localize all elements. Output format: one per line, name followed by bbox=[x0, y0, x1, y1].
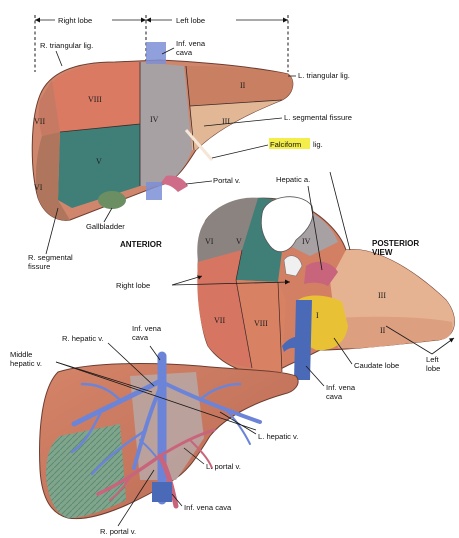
right-lobe-header: Right lobe bbox=[58, 16, 92, 25]
segment-viii-label: VIII bbox=[88, 95, 102, 104]
falciform-lig-suffix-label: lig. bbox=[313, 140, 323, 149]
l-hepatic-v-label: L. hepatic v. bbox=[258, 432, 298, 441]
segment-iii-label: III bbox=[222, 117, 230, 126]
anterior-view-title: ANTERIOR bbox=[120, 240, 162, 249]
portal-v-label: Portal v. bbox=[213, 176, 240, 185]
falciform-lig-label: Falciform bbox=[270, 140, 301, 149]
posterior-segment-ii-label: II bbox=[380, 326, 386, 335]
posterior-segment-v-label: V bbox=[236, 237, 242, 246]
l-portal-v-label: L. portal v. bbox=[206, 462, 241, 471]
posterior-segment-vii-label: VII bbox=[214, 316, 225, 325]
posterior-segment-iv-label: IV bbox=[302, 237, 311, 246]
posterior-segment-vi-label: VI bbox=[205, 237, 214, 246]
posterior-segment-viii-label: VIII bbox=[254, 319, 268, 328]
arrowhead-icon bbox=[35, 18, 40, 23]
segment-iii-region bbox=[190, 100, 282, 150]
hepatic-a-label: Hepatic a. bbox=[276, 175, 310, 184]
segment-vi-label: VI bbox=[34, 183, 43, 192]
r-hepatic-v-label: R. hepatic v. bbox=[62, 334, 104, 343]
arrowhead-icon bbox=[283, 18, 288, 23]
posterior-segment-i-label: I bbox=[316, 311, 319, 320]
vascular-ivc-bottom bbox=[152, 482, 172, 502]
inf-vena-cava-bottom-label: Inf. vena cava bbox=[184, 503, 232, 512]
arrowhead-icon bbox=[449, 338, 454, 343]
arrowhead-icon bbox=[141, 18, 146, 23]
segment-iv-label: IV bbox=[150, 115, 159, 124]
posterior-segment-ii-region bbox=[336, 317, 452, 349]
r-triangular-lig-label: R. triangular lig. bbox=[40, 41, 93, 50]
segment-vii-label: VII bbox=[34, 117, 45, 126]
ivc-top bbox=[146, 42, 166, 64]
gallbladder-shape bbox=[98, 191, 126, 209]
ivc-bottom bbox=[146, 182, 162, 200]
l-triangular-lig-label: L. triangular lig. bbox=[298, 71, 350, 80]
right-lobe-label: Right lobe bbox=[116, 281, 150, 290]
segment-v-label: V bbox=[96, 157, 102, 166]
arrowhead-icon bbox=[146, 18, 151, 23]
left-lobe-header: Left lobe bbox=[176, 16, 205, 25]
r-portal-v-label: R. portal v. bbox=[100, 527, 136, 536]
caudate-lobe-label: Caudate lobe bbox=[354, 361, 399, 370]
l-segmental-fissure-label: L. segmental fissure bbox=[284, 113, 352, 122]
segment-ii-label: II bbox=[240, 81, 246, 90]
gallbladder-label: Gallbladder bbox=[86, 222, 125, 231]
posterior-segment-iii-label: III bbox=[378, 291, 386, 300]
